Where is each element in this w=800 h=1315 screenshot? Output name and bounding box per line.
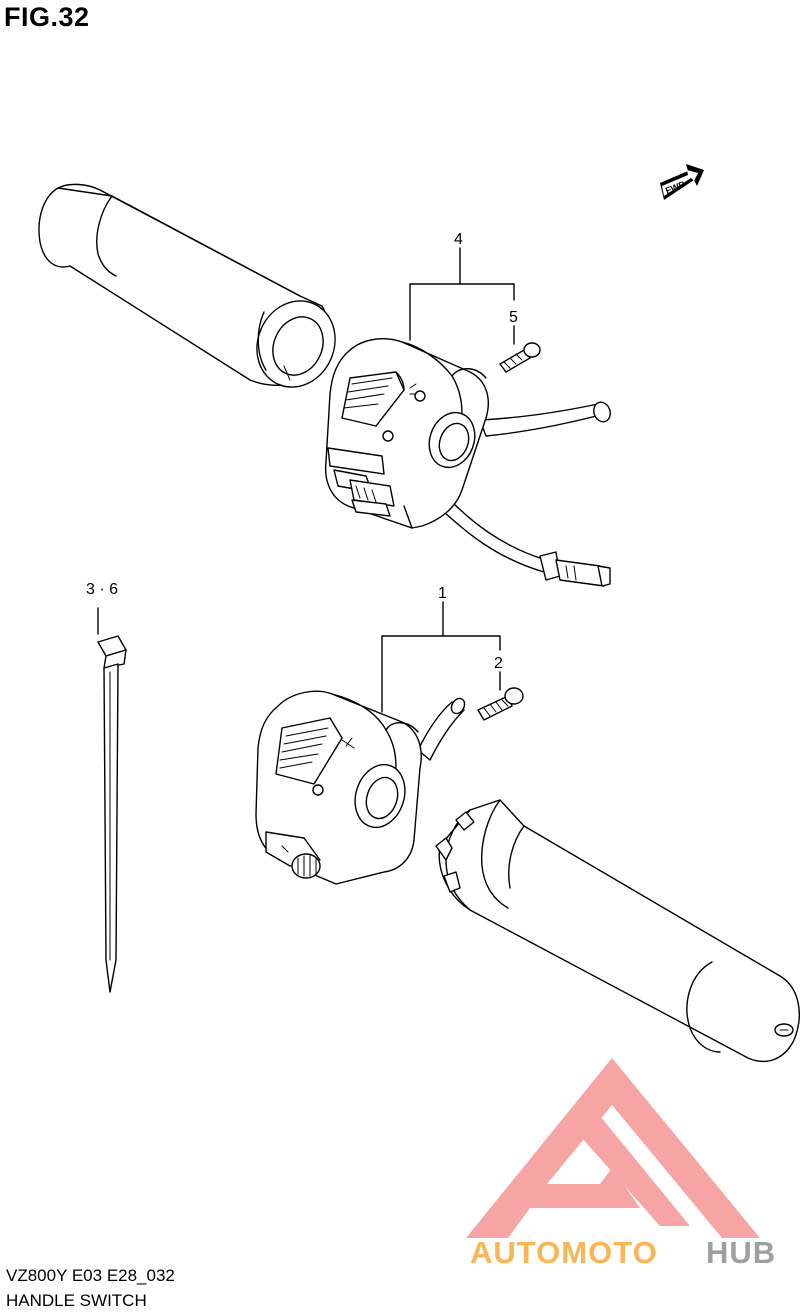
- callout-part-3-6: 3 · 6: [86, 581, 118, 598]
- model-code: VZ800Y E03 E28_032: [6, 1266, 175, 1285]
- screw-part-5: [499, 342, 541, 373]
- callout-leader-1-2: [381, 601, 501, 713]
- right-handle-switch-assembly: [255, 690, 466, 885]
- watermark-triangle-outer: [466, 1058, 760, 1238]
- fwd-arrow-icon: FWD: [660, 164, 704, 200]
- left-handle-switch-assembly: [324, 338, 611, 587]
- screw-part-2: [477, 687, 524, 721]
- cable-tie-part-3-6: [97, 607, 127, 993]
- watermark-text-automoto: AUTOMOTO: [470, 1235, 658, 1270]
- watermark-logo: AUTOMOTO HUB: [466, 1058, 776, 1270]
- watermark-text-hub: HUB: [706, 1235, 776, 1270]
- figure-title: FIG.32: [4, 2, 90, 32]
- watermark-triangle-inner: [582, 1116, 690, 1226]
- callout-part-1: 1: [438, 585, 447, 602]
- callout-part-2: 2: [494, 655, 503, 672]
- throttle-grip: [435, 799, 800, 1063]
- section-name: HANDLE SWITCH: [6, 1291, 147, 1310]
- left-handlebar-grip: [38, 183, 336, 388]
- callout-leader-4-5: [409, 247, 515, 345]
- callout-part-4: 4: [454, 231, 463, 248]
- callout-part-5: 5: [509, 309, 518, 326]
